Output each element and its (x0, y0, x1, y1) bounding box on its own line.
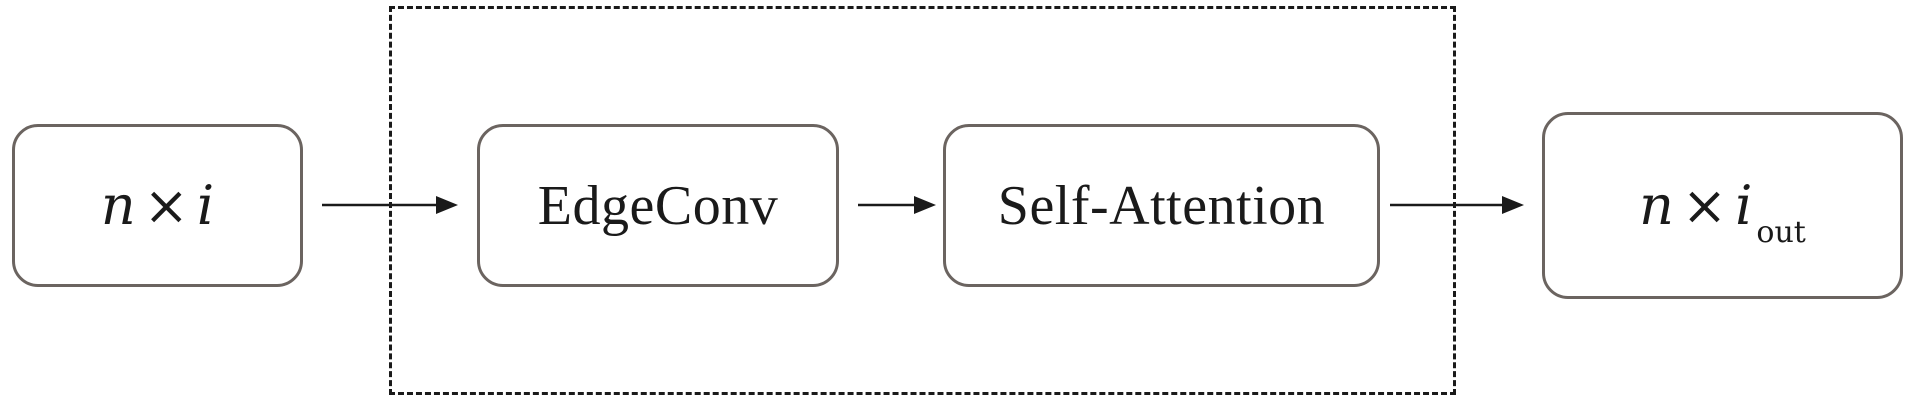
output-times-symbol: × (1681, 174, 1728, 237)
edgeconv-label: EdgeConv (537, 174, 779, 237)
output-node: n × i out (1542, 112, 1903, 299)
input-shape-label: n × i (101, 174, 214, 237)
input-times-symbol: × (143, 174, 189, 237)
input-node: n × i (12, 124, 303, 287)
module-dashed-frame (389, 6, 1456, 395)
output-var-i: i (1735, 174, 1753, 237)
edgeconv-node: EdgeConv (477, 124, 839, 287)
self-attention-label: Self-Attention (997, 174, 1326, 237)
input-var-i: i (196, 174, 215, 237)
arrow-edgeconv-to-attention (858, 196, 936, 214)
output-shape-label: n × i out (1639, 174, 1806, 250)
output-var-n: n (1639, 174, 1674, 237)
arrow-attention-to-output (1390, 196, 1524, 214)
output-subscript-out: out (1756, 215, 1806, 250)
input-var-n: n (100, 174, 136, 237)
arrow-input-to-edgeconv (322, 196, 458, 214)
self-attention-node: Self-Attention (943, 124, 1380, 287)
